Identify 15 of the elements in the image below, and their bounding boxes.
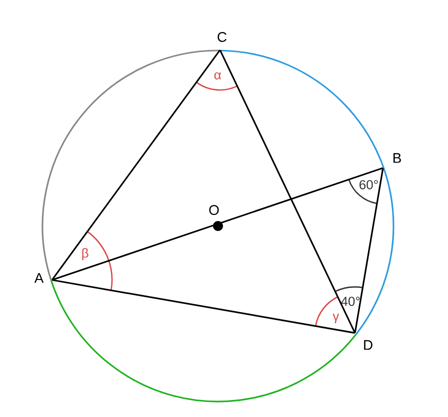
angle-label: γ bbox=[332, 314, 340, 324]
point-label: A bbox=[34, 273, 44, 283]
line-segment bbox=[52, 167, 384, 281]
point-label: D bbox=[364, 340, 372, 350]
point-label: B bbox=[393, 153, 401, 163]
point-label: O bbox=[209, 205, 219, 215]
line-segment bbox=[52, 279, 355, 334]
angle-label: 60° bbox=[360, 180, 378, 190]
line-segment bbox=[219, 50, 356, 334]
angle-label: α bbox=[214, 72, 221, 80]
line-segment bbox=[52, 50, 220, 280]
angle-label: 40° bbox=[341, 296, 360, 306]
line-segment bbox=[354, 168, 384, 333]
angle-label: β bbox=[82, 248, 88, 260]
point-label: C bbox=[218, 32, 227, 42]
